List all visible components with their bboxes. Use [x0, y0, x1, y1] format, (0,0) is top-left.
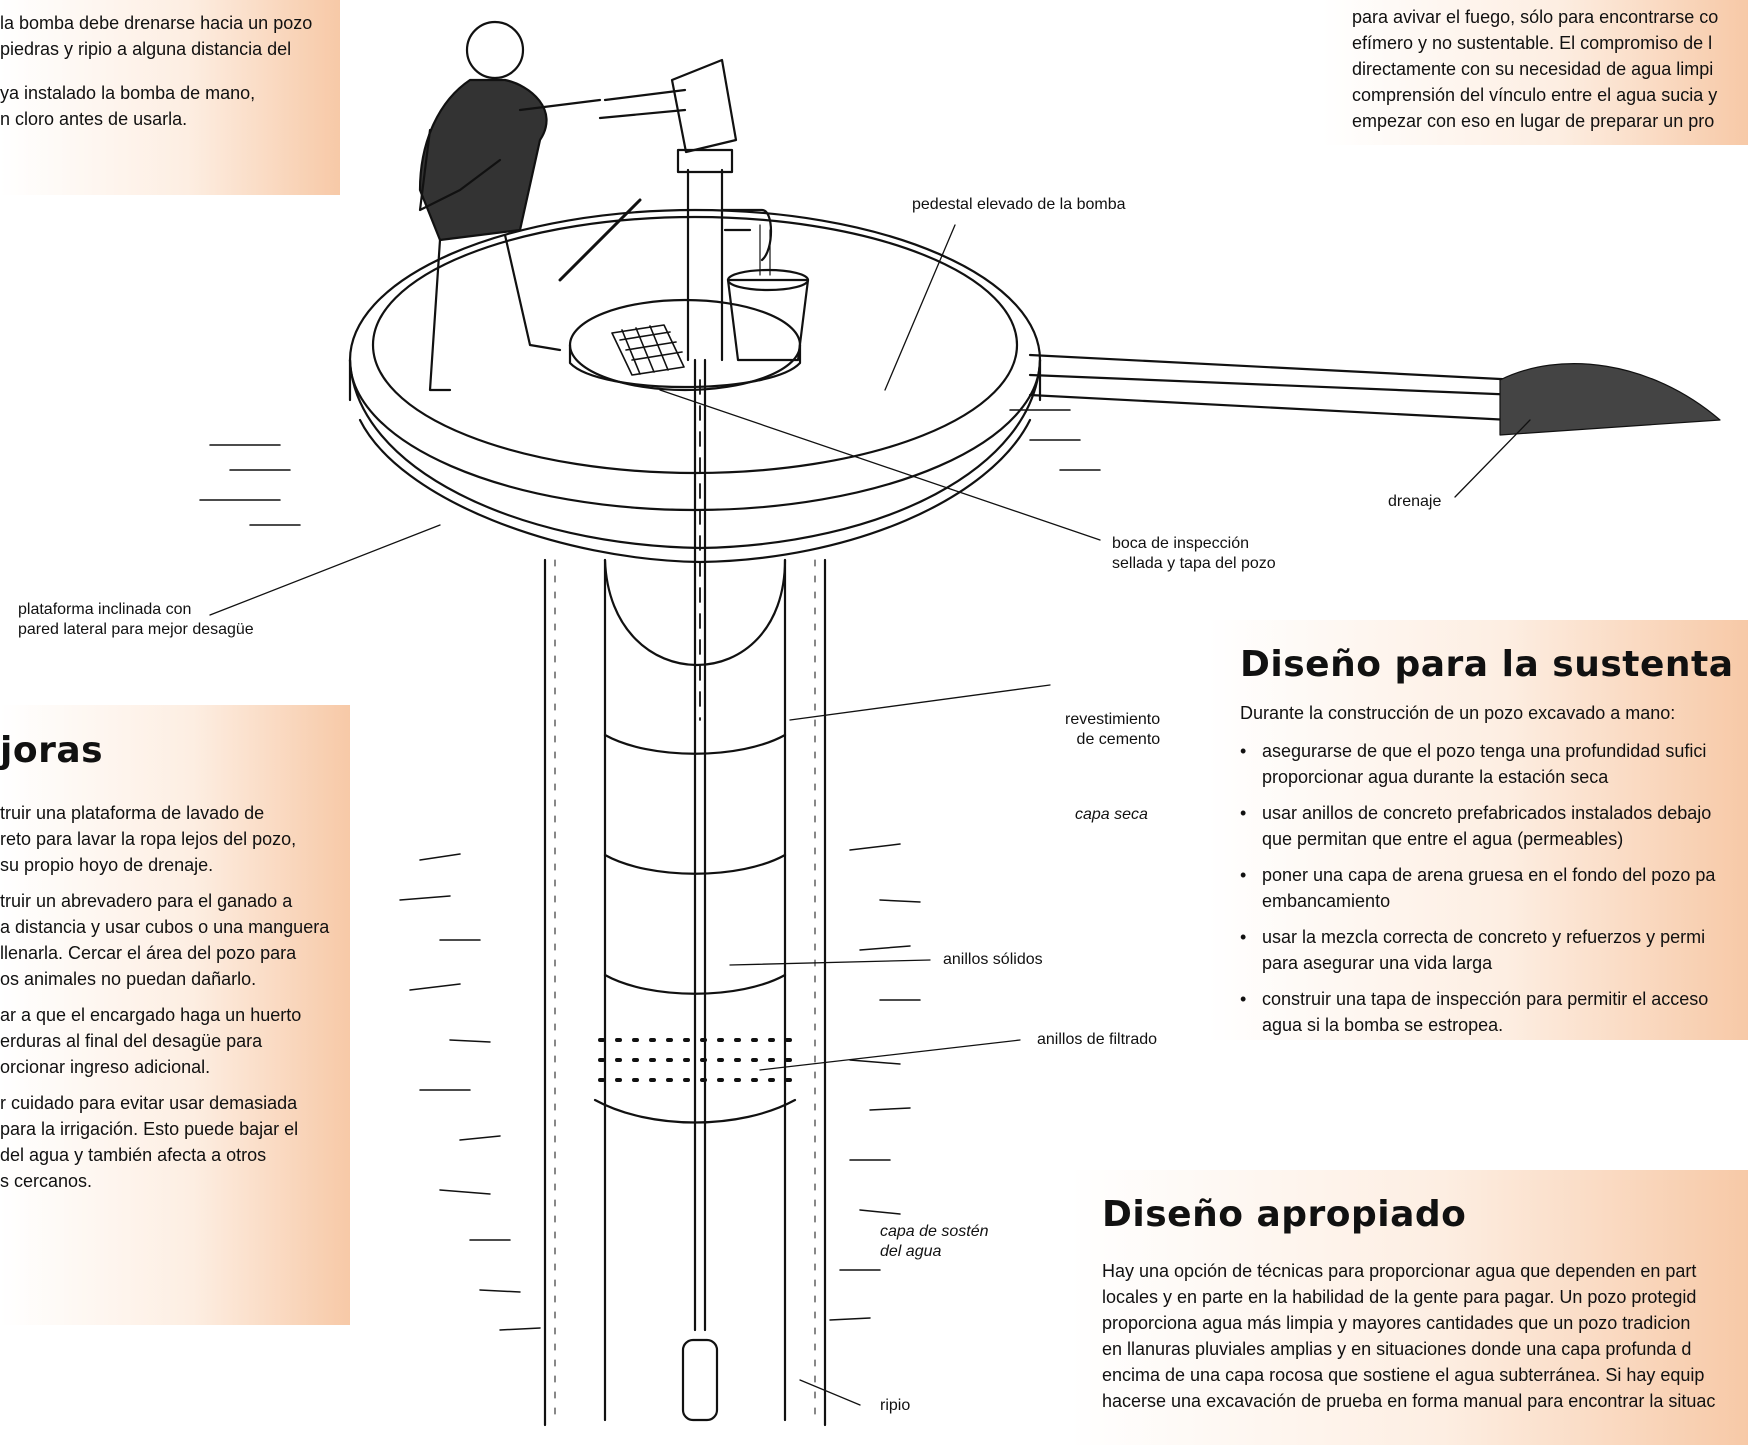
label-line: de cemento: [1076, 731, 1161, 748]
mejoras-box: joras truir una plataforma de lavado de …: [0, 705, 350, 1325]
apropiado-line: en llanuras pluviales amplias y en situa…: [1102, 1339, 1692, 1359]
mejoras-line: a distancia y usar cubos o una manguera: [0, 917, 330, 937]
sustentabilidad-bullet: asegurarse de que el pozo tenga una prof…: [1240, 738, 1748, 790]
platform: [348, 208, 1042, 564]
apropiado-line: Hay una opción de técnicas para proporci…: [1102, 1261, 1697, 1281]
mejoras-line: erduras al final del desagüe para: [0, 1031, 263, 1051]
hand-pump: [558, 58, 772, 362]
sustentabilidad-bullet: poner una capa de arena gruesa en el fon…: [1240, 862, 1748, 914]
label-capa-sosten: capa de sostén del agua: [880, 1222, 989, 1262]
mejoras-line: truir una plataforma de lavado de: [0, 803, 265, 823]
person-pumping: [418, 20, 602, 392]
top-left-text-box: la bomba debe drenarse hacia un pozo pie…: [0, 0, 340, 195]
label-ripio: ripio: [880, 1397, 911, 1414]
top-right-line: para avivar el fuego, sólo para encontra…: [1352, 7, 1719, 27]
label-line: del agua: [880, 1243, 942, 1260]
mejoras-line: r cuidado para evitar usar demasiada: [0, 1093, 298, 1113]
mejoras-line: del agua y también afecta a otros: [0, 1145, 267, 1165]
mejoras-line: reto para lavar la ropa lejos del pozo,: [0, 829, 297, 849]
top-left-line: la bomba debe drenarse hacia un pozo: [0, 13, 313, 33]
top-right-line: empezar con eso en lugar de preparar un …: [1352, 111, 1715, 131]
bullet-line: agua si la bomba se estropea.: [1262, 1015, 1504, 1035]
bullet-line: asegurarse de que el pozo tenga una prof…: [1262, 741, 1707, 761]
bullet-line: embancamiento: [1262, 891, 1391, 911]
sustentabilidad-heading: Diseño para la sustenta: [1240, 644, 1734, 685]
apropiado-line: proporciona agua más limpia y mayores ca…: [1102, 1313, 1691, 1333]
apropiado-heading: Diseño apropiado: [1102, 1194, 1467, 1235]
label-line: boca de inspección: [1112, 535, 1249, 552]
leader-lines: [209, 224, 1531, 1406]
mejoras-line: os animales no puedan dañarlo.: [0, 969, 257, 989]
bullet-line: construir una tapa de inspección para pe…: [1262, 989, 1709, 1009]
top-right-line: comprensión del vínculo entre el agua su…: [1352, 85, 1718, 105]
sustentabilidad-bullet: usar anillos de concreto prefabricados i…: [1240, 800, 1748, 852]
mejoras-heading: joras: [0, 730, 104, 771]
mejoras-line: ar a que el encargado haga un huerto: [0, 1005, 302, 1025]
label-capa-seca: capa seca: [1075, 806, 1148, 823]
bullet-line: poner una capa de arena gruesa en el fon…: [1262, 865, 1716, 885]
drainage-channel: [1028, 353, 1721, 436]
label-line: revestimiento: [1065, 711, 1161, 728]
label-revestimiento: revestimiento de cemento: [1065, 710, 1160, 750]
label-line: capa de sostén: [880, 1223, 989, 1240]
bullet-line: usar la mezcla correcta de concreto y re…: [1262, 927, 1706, 947]
sustentabilidad-intro: Durante la construcción de un pozo excav…: [1240, 703, 1676, 723]
label-line: pared lateral para mejor desagüe: [18, 621, 254, 638]
inspection-grate: [611, 324, 685, 376]
mejoras-line: truir un abrevadero para el ganado a: [0, 891, 293, 911]
apropiado-line: hacerse una excavación de prueba en form…: [1102, 1391, 1716, 1411]
label-plataforma: plataforma inclinada con pared lateral p…: [18, 600, 254, 640]
top-left-line: piedras y ripio a alguna distancia del: [0, 39, 292, 59]
mejoras-line: para la irrigación. Esto puede bajar el: [0, 1119, 299, 1139]
top-right-line: efímero y no sustentable. El compromiso …: [1352, 33, 1713, 53]
pump-pedestal: [568, 298, 802, 392]
pump-pipe: [681, 358, 719, 1422]
apropiado-box: Diseño apropiado Hay una opción de técni…: [1070, 1170, 1748, 1445]
bucket: [726, 224, 810, 362]
sustentabilidad-bullet: usar la mezcla correcta de concreto y re…: [1240, 924, 1748, 976]
bullet-line: proporcionar agua durante la estación se…: [1262, 767, 1609, 787]
mejoras-line: orcionar ingreso adicional.: [0, 1057, 211, 1077]
top-right-line: directamente con su necesidad de agua li…: [1352, 59, 1714, 79]
label-line: sellada y tapa del pozo: [1112, 555, 1276, 572]
top-left-line: ya instalado la bomba de mano,: [0, 83, 256, 103]
mejoras-line: llenarla. Cercar el área del pozo para: [0, 943, 297, 963]
label-anillos-filtrado: anillos de filtrado: [1037, 1031, 1158, 1048]
top-left-line: n cloro antes de usarla.: [0, 109, 188, 129]
apropiado-line: locales y en parte en la habilidad de la…: [1102, 1287, 1697, 1307]
label-boca-inspeccion: boca de inspección sellada y tapa del po…: [1112, 534, 1276, 574]
label-pedestal: pedestal elevado de la bomba: [912, 196, 1126, 213]
label-anillos-solidos: anillos sólidos: [943, 951, 1043, 968]
sustentabilidad-bullet: construir una tapa de inspección para pe…: [1240, 986, 1748, 1038]
bullet-line: que permitan que entre el agua (permeabl…: [1262, 829, 1624, 849]
label-drenaje: drenaje: [1388, 493, 1442, 510]
mejoras-line: su propio hoyo de drenaje.: [0, 855, 214, 875]
bullet-line: usar anillos de concreto prefabricados i…: [1262, 803, 1712, 823]
top-right-text-box: para avivar el fuego, sólo para encontra…: [1322, 0, 1748, 145]
well-shaft: [543, 558, 827, 1427]
ground-hatching: [199, 409, 1101, 1331]
sustentabilidad-box: Diseño para la sustenta Durante la const…: [1208, 620, 1748, 1040]
apropiado-line: encima de una capa rocosa que sostiene e…: [1102, 1365, 1705, 1385]
bullet-line: para asegurar una vida larga: [1262, 953, 1493, 973]
mejoras-line: s cercanos.: [0, 1171, 93, 1191]
label-line: plataforma inclinada con: [18, 601, 192, 618]
